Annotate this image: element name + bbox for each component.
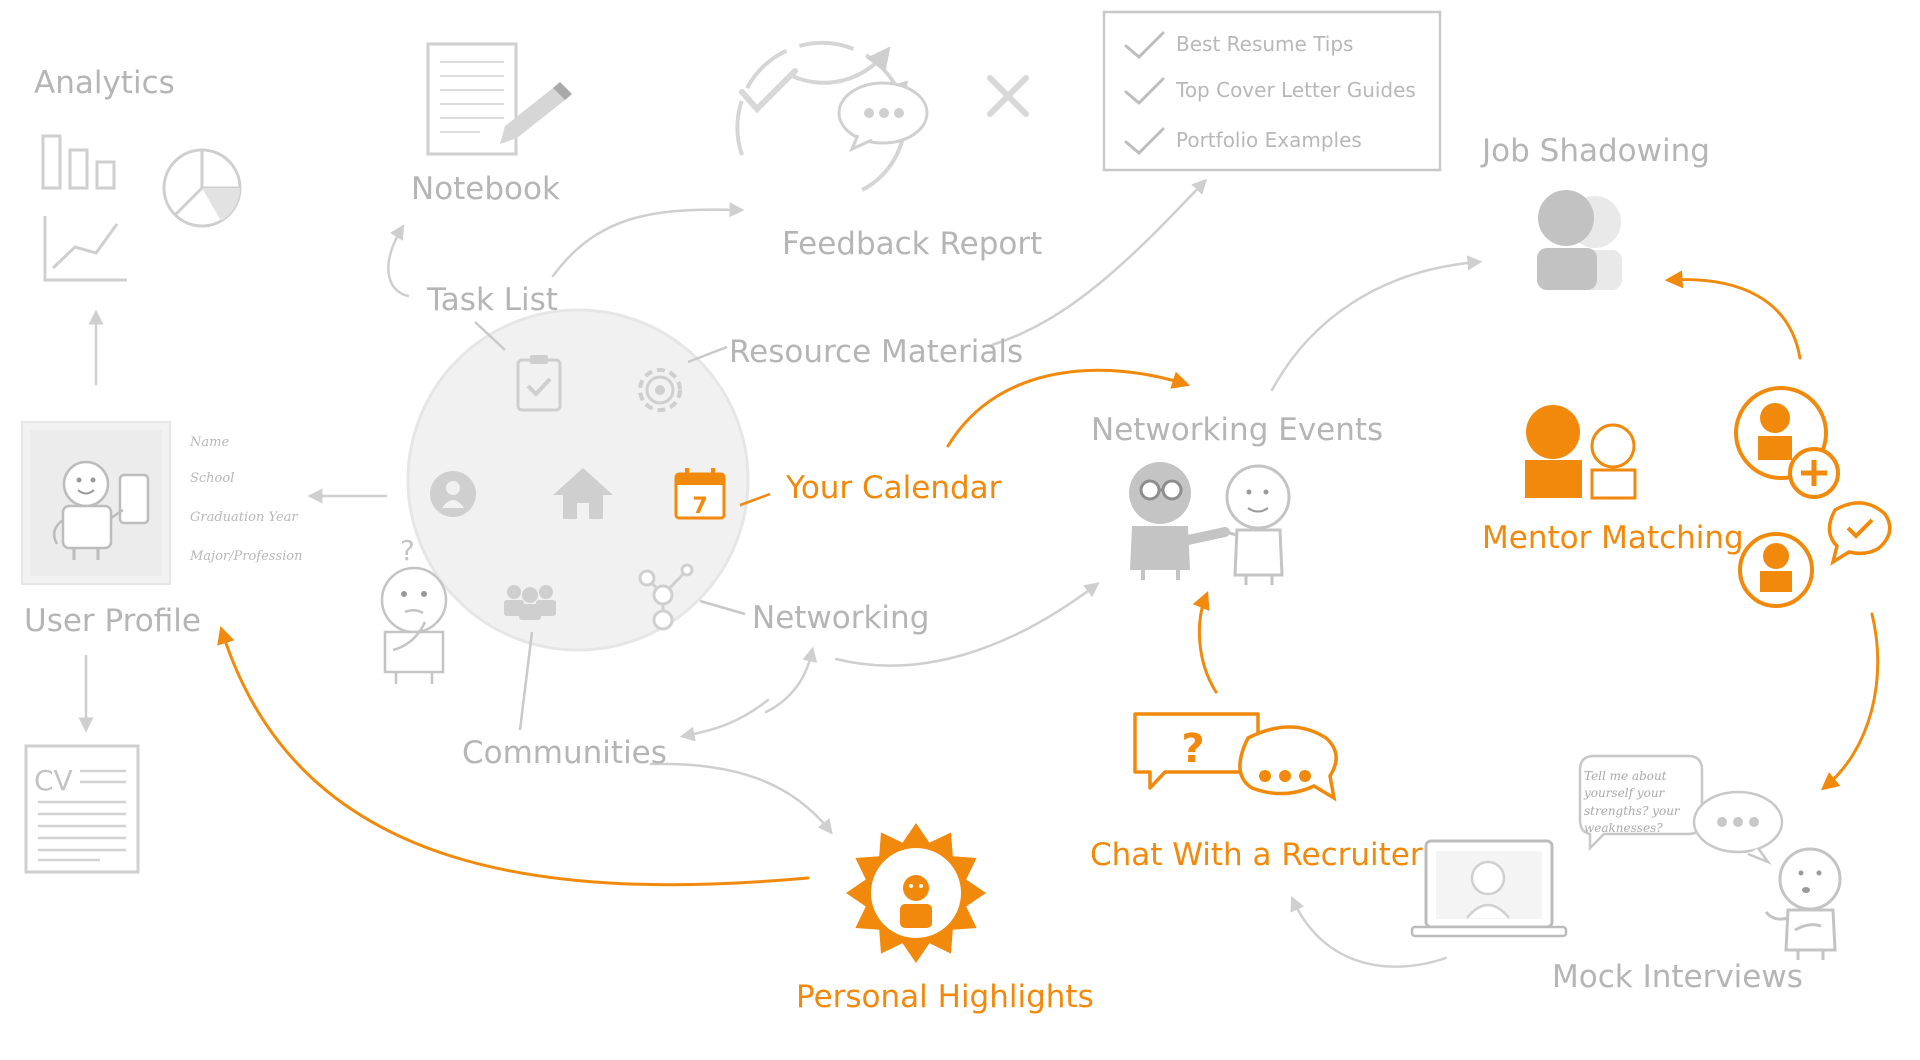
job-shadowing-label[interactable]: Job Shadowing	[1482, 133, 1710, 169]
networking-icon[interactable]	[638, 563, 694, 631]
notebook-label[interactable]: Notebook	[411, 171, 560, 207]
checklist-item-3[interactable]: Portfolio Examples	[1176, 128, 1362, 152]
networking-label[interactable]: Networking	[752, 600, 930, 636]
svg-text:?: ?	[400, 534, 415, 567]
analytics-label[interactable]: Analytics	[34, 65, 175, 101]
checklist-check-icons	[1124, 31, 1165, 156]
interview-question-text: Tell me about yourself your strengths? y…	[1584, 769, 1680, 836]
profile-field-major: Major/Profession	[190, 549, 303, 564]
profile-field-graduation-year: Graduation Year	[190, 510, 298, 525]
user-profile-label[interactable]: User Profile	[24, 603, 201, 639]
resource-materials-label[interactable]: Resource Materials	[729, 334, 1024, 370]
settings-icon[interactable]	[638, 368, 682, 412]
notebook-icon[interactable]	[426, 42, 572, 156]
flow-arrows-orange	[217, 270, 1880, 887]
mentor-matching-icon	[1525, 405, 1637, 500]
chat-recruiter-icon[interactable]: ?	[1133, 712, 1338, 802]
feedback-report-icon[interactable]	[735, 40, 1029, 192]
networking-events-label[interactable]: Networking Events	[1091, 412, 1384, 448]
task-list-icon[interactable]	[516, 355, 562, 412]
profile-field-name: Name	[190, 435, 230, 450]
communities-icon[interactable]	[504, 585, 556, 620]
cv-document-icon[interactable]: CV	[24, 744, 140, 874]
calendar-connector	[739, 492, 771, 507]
home-icon[interactable]	[553, 468, 613, 519]
mentor-confirmed-icon[interactable]	[1738, 501, 1892, 608]
mock-interviews-icon	[1410, 754, 1842, 960]
mock-interviews-label[interactable]: Mock Interviews	[1552, 959, 1803, 995]
mentor-matching-label[interactable]: Mentor Matching	[1482, 520, 1744, 556]
communities-label[interactable]: Communities	[462, 735, 667, 771]
checklist-item-2[interactable]: Top Cover Letter Guides	[1176, 78, 1416, 102]
analytics-icons	[41, 134, 242, 282]
flow-arrows-gray	[78, 178, 1483, 968]
job-shadowing-icon	[1537, 190, 1622, 290]
feedback-report-label[interactable]: Feedback Report	[782, 226, 1043, 262]
svg-text:?: ?	[1181, 726, 1204, 772]
networking-events-people-icon	[1129, 462, 1291, 585]
chat-recruiter-label[interactable]: Chat With a Recruiter	[1090, 837, 1423, 873]
profile-field-school: School	[190, 471, 235, 486]
mentor-add-icon[interactable]	[1734, 386, 1840, 499]
calendar-icon[interactable]: 7	[674, 468, 726, 520]
personal-highlights-label[interactable]: Personal Highlights	[796, 979, 1094, 1015]
cv-label: CV	[34, 764, 73, 797]
checklist-item-1[interactable]: Best Resume Tips	[1176, 32, 1354, 56]
profile-icon[interactable]	[430, 471, 476, 517]
thinking-person-icon: ?	[380, 534, 448, 684]
user-profile-card[interactable]	[21, 421, 171, 585]
calendar-day-number: 7	[692, 494, 707, 519]
resource-checklist-box	[1102, 10, 1442, 172]
task-list-label[interactable]: Task List	[427, 282, 558, 318]
your-calendar-label[interactable]: Your Calendar	[786, 470, 1002, 506]
personal-highlights-sun-icon[interactable]	[846, 823, 986, 963]
